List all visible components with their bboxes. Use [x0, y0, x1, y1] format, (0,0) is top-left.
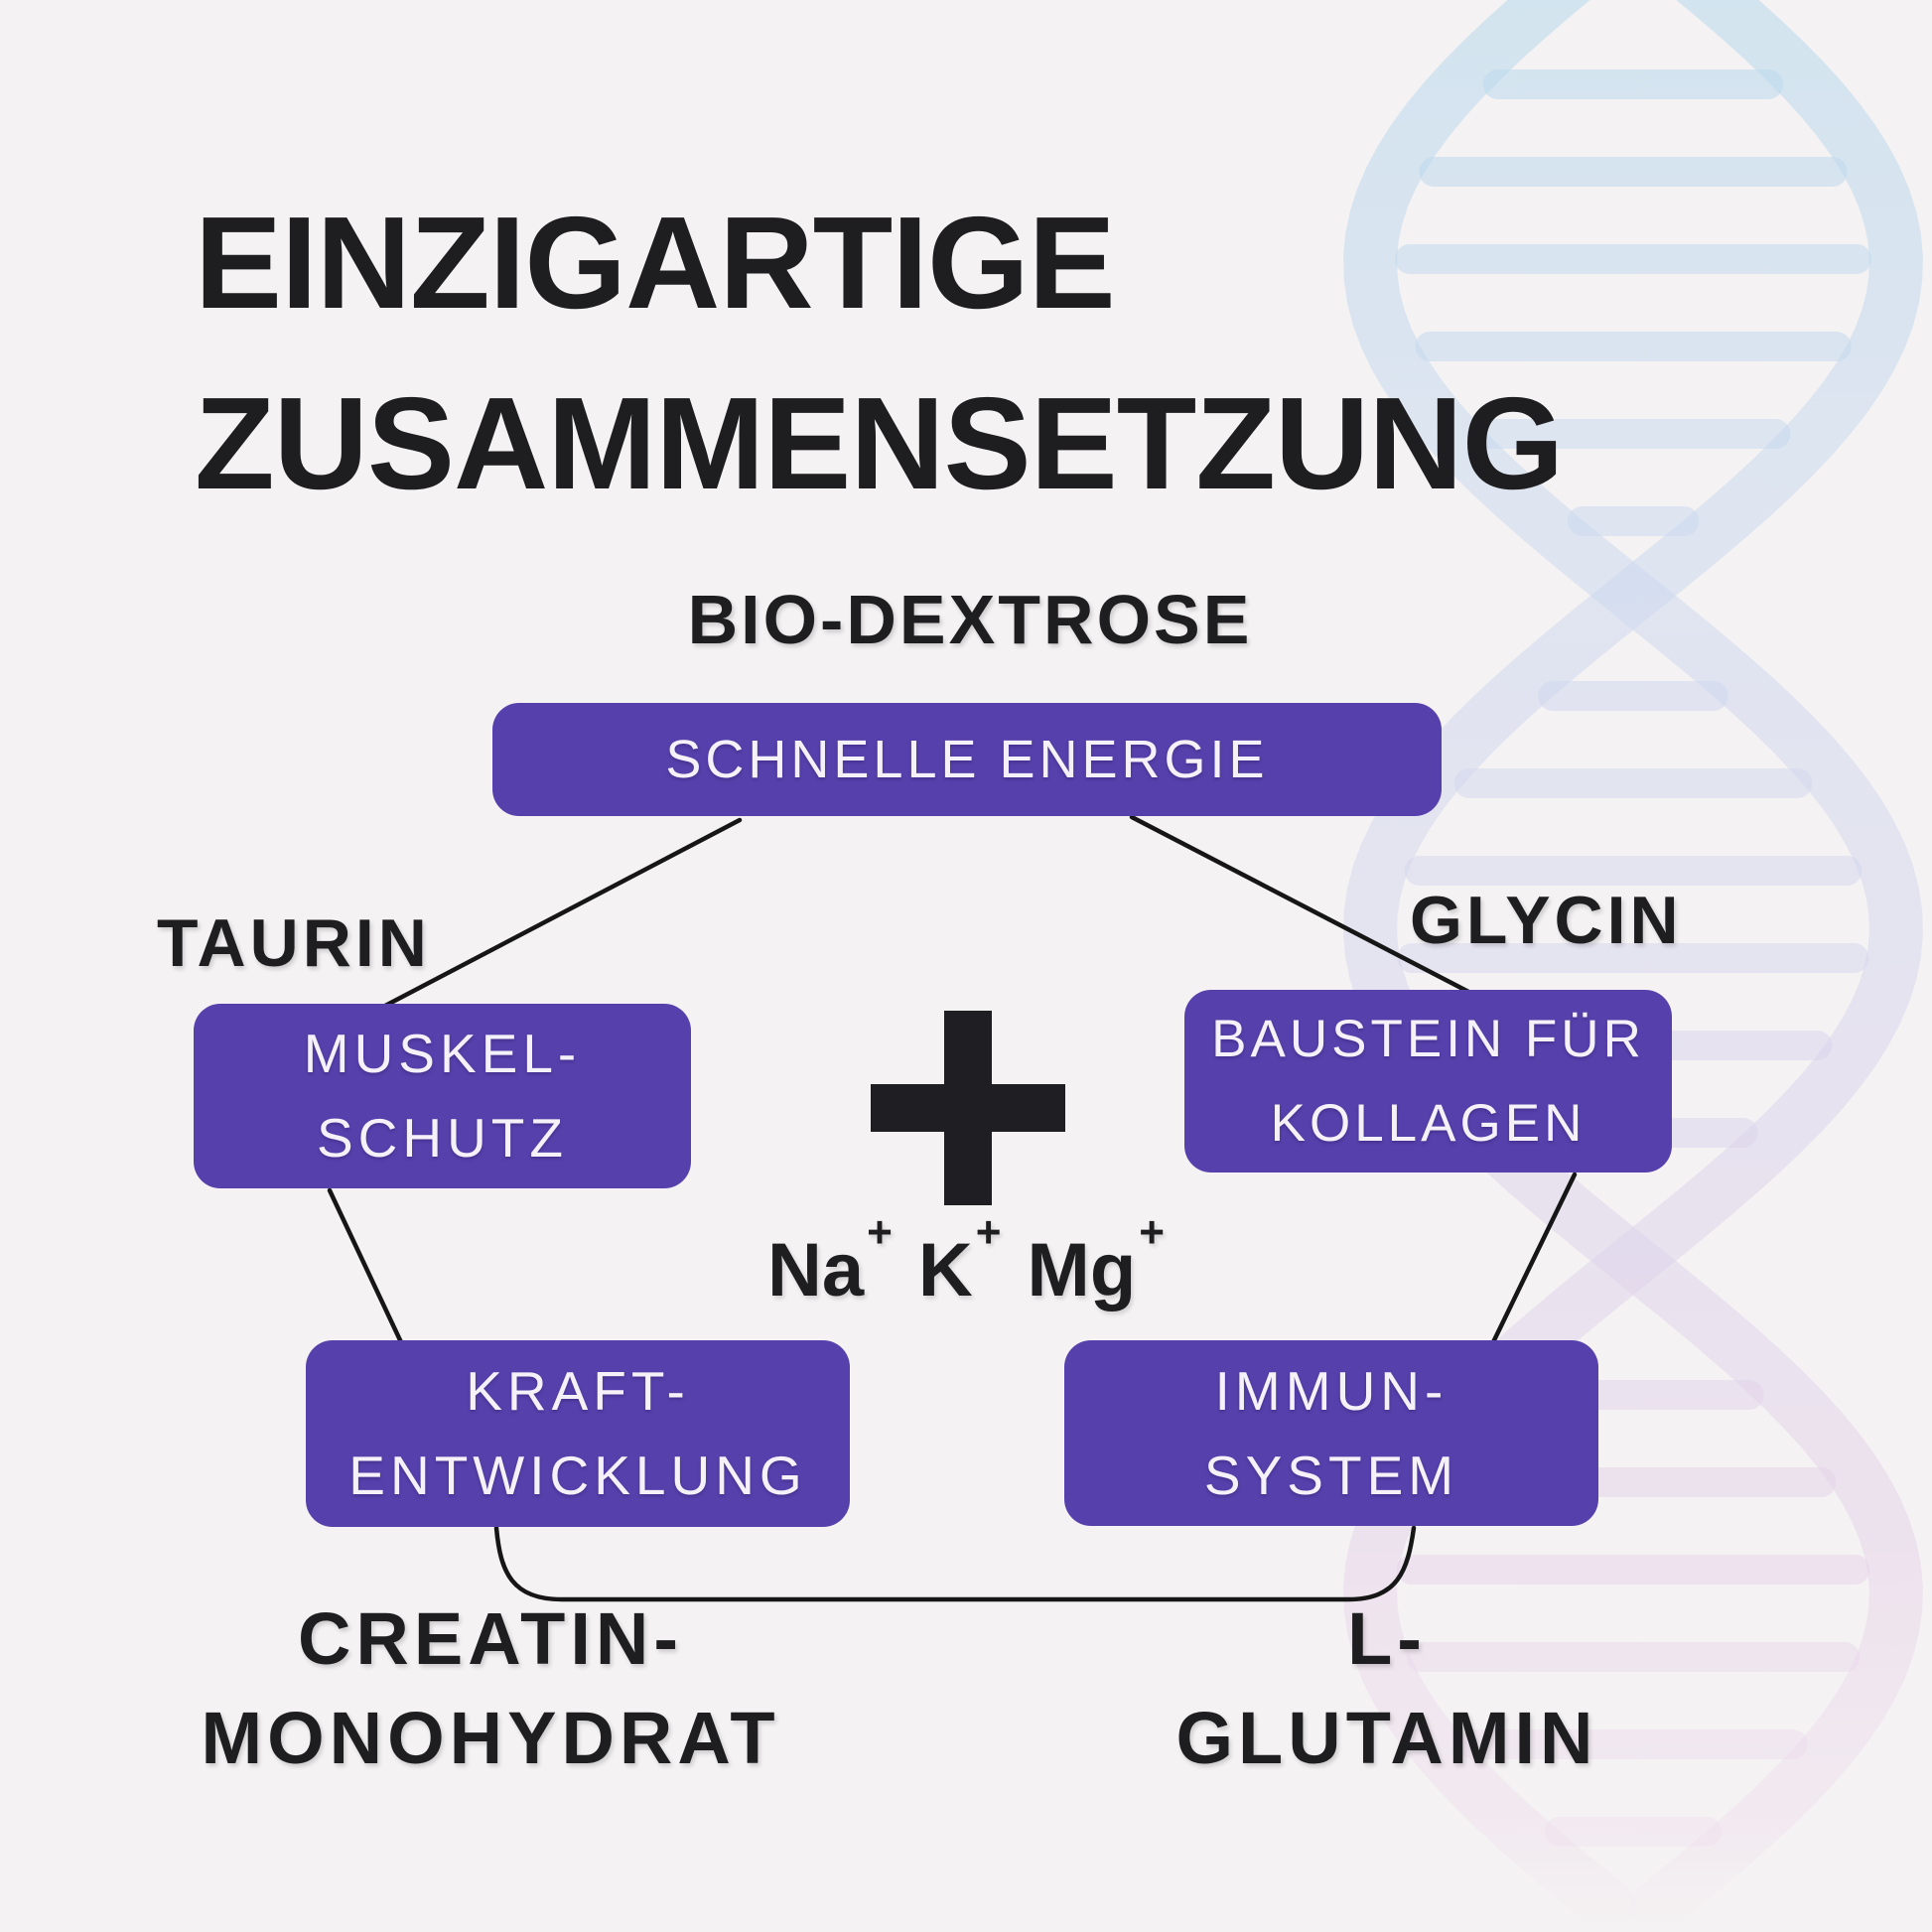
electrolyte-mg: Mg+: [1027, 1208, 1165, 1312]
benefit-box-kraftentwicklung: KRAFT- ENTWICKLUNG: [306, 1340, 850, 1527]
connector-left-to-bottomleft: [327, 1187, 404, 1345]
benefit-text: KRAFT-: [466, 1360, 690, 1422]
electrolyte-k: K+: [917, 1208, 1002, 1312]
ingredient-label-line: L-: [1347, 1597, 1427, 1680]
ingredient-label-line: MONOHYDRAT: [201, 1697, 780, 1779]
plus-icon-horizontal-bar: [871, 1084, 1065, 1132]
page-title: EINZIGARTIGE ZUSAMMENSETZUNG: [195, 173, 1564, 534]
plus-icon: [871, 1011, 1065, 1205]
benefit-box-immunsystem: IMMUN- SYSTEM: [1064, 1340, 1598, 1526]
page-title-line1: EINZIGARTIGE: [195, 190, 1116, 336]
connector-right-to-bottomright: [1490, 1172, 1578, 1345]
benefit-text: IMMUN-: [1214, 1359, 1449, 1422]
benefit-box-muskelschutz: MUSKEL- SCHUTZ: [194, 1004, 691, 1188]
ingredient-label-taurin: TAURIN: [157, 905, 431, 981]
electrolyte-symbol: Mg: [1027, 1228, 1137, 1312]
ingredient-label-bio-dextrose: BIO-DEXTROSE: [687, 581, 1253, 658]
ingredient-label-l-glutamin: L- GLUTAMIN: [1176, 1589, 1598, 1788]
page-title-line2: ZUSAMMENSETZUNG: [195, 370, 1564, 516]
benefit-text: SCHNELLE ENERGIE: [665, 730, 1269, 789]
ingredient-label-line: GLUTAMIN: [1175, 1697, 1598, 1779]
benefit-box-baustein-fuer-kollagen: BAUSTEIN FÜR KOLLAGEN: [1184, 990, 1672, 1173]
electrolyte-symbol: Na: [766, 1228, 865, 1312]
electrolytes-label: Na+K+Mg+: [755, 1208, 1177, 1313]
electrolyte-charge: +: [1139, 1207, 1166, 1257]
benefit-text: SYSTEM: [1203, 1444, 1459, 1506]
benefit-box-schnelle-energie: SCHNELLE ENERGIE: [492, 703, 1442, 816]
benefit-text: BAUSTEIN FÜR: [1211, 1010, 1645, 1068]
electrolyte-charge: +: [867, 1207, 893, 1257]
electrolyte-na: Na+: [766, 1208, 893, 1312]
connector-bottom: [493, 1525, 1417, 1602]
ingredient-label-line: CREATIN-: [297, 1597, 684, 1680]
benefit-text: MUSKEL-: [303, 1023, 582, 1084]
connector-top-to-left: [382, 817, 743, 1009]
electrolyte-symbol: K: [917, 1228, 973, 1312]
ingredient-label-creatin-monohydrat: CREATIN- MONOHYDRAT: [201, 1589, 779, 1788]
electrolyte-charge: +: [975, 1207, 1002, 1257]
benefit-text: SCHUTZ: [316, 1107, 569, 1169]
benefit-text: ENTWICKLUNG: [348, 1445, 807, 1506]
benefit-text: KOLLAGEN: [1270, 1094, 1587, 1153]
ingredient-label-glycin: GLYCIN: [1410, 883, 1683, 958]
connector-top-to-right: [1129, 814, 1479, 999]
